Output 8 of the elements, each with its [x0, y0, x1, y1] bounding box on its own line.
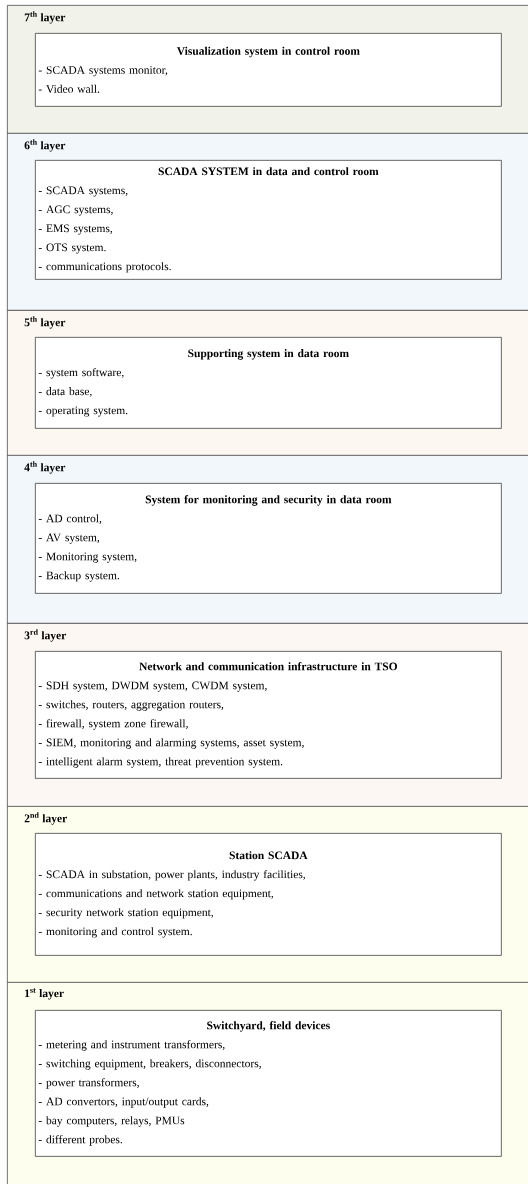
system-box: Network and communication infrastructure in TSO - SDH system, DWDM system, CWDM system, - switches, routers, aggregation routers, - firewall, system zone firewall, - SIEM, monitoring and alarming systems, asset system, - intelligent alarm system, threat prevention system.	[35, 651, 502, 779]
system-box: SCADA SYSTEM in data and control room - SCADA systems, - AGC systems, - EMS systems, - OTS system. - communications protocols.	[35, 160, 502, 280]
system-box: Visualization system in control room - SCADA systems monitor, - Video wall.	[35, 33, 502, 107]
system-box: Station SCADA - SCADA in substation, power plants, industry facilities, - communications and network station equipment, - security network station equipment, - monitoring and control system.	[35, 833, 502, 956]
system-box: Supporting system in data room - system software, - data base, - operating system.	[35, 337, 502, 429]
system-box: System for monitoring and security in data room - AD control, - AV system, - Monitoring system, - Backup system.	[35, 483, 502, 594]
node-label: 1$^{st}$ layer	[25, 988, 64, 1000]
system-box: Switchyard, field devices - metering and instrument transformers, - switching equipment, breakers, disconnectors, - power transformers, - AD convertors, input/output cards, - bay computers, relays, PMUs - different probes.	[35, 1010, 502, 1157]
